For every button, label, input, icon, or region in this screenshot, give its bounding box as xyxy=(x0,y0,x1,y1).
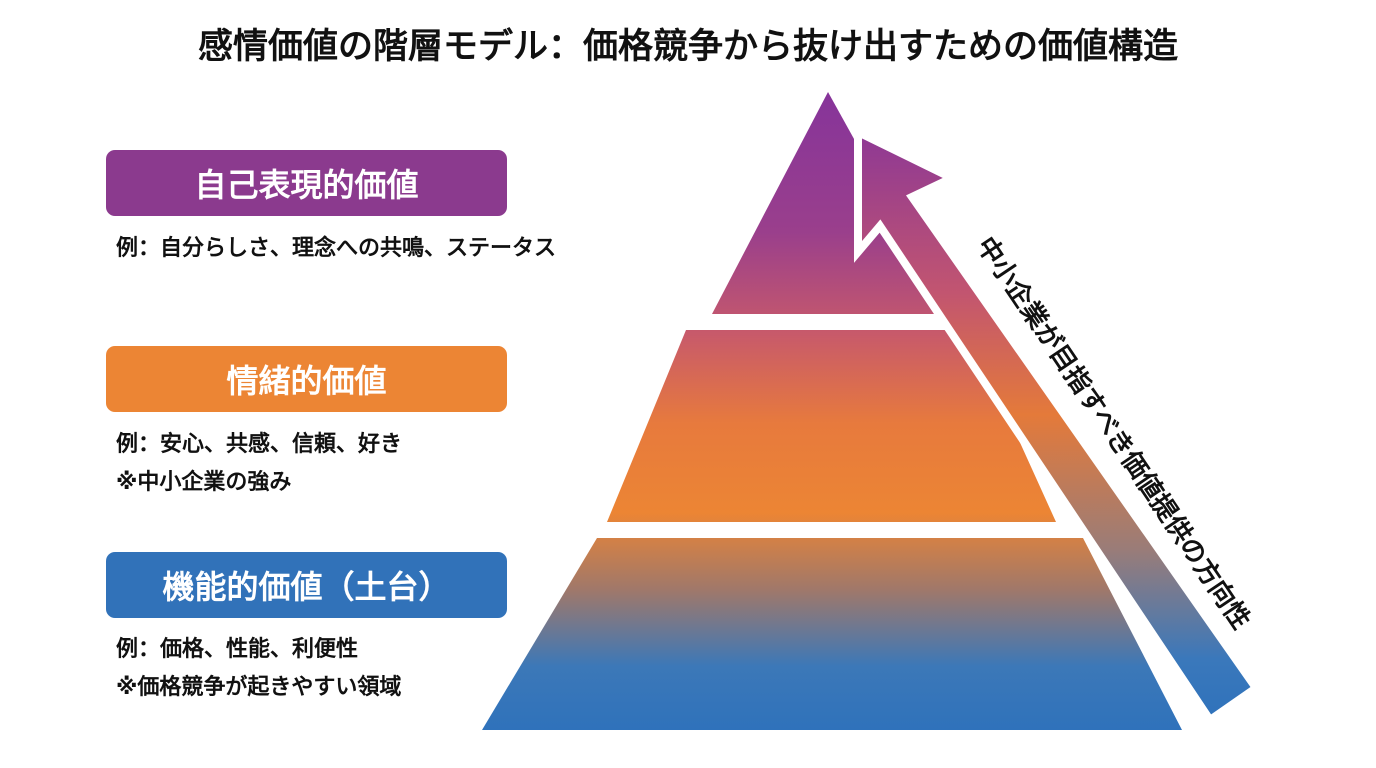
example-line: 例：安心、共感、信頼、好き xyxy=(116,432,403,457)
tier-examples-emotional: 例：安心、共感、信頼、好き ※中小企業の強み xyxy=(116,426,402,502)
tier-label-emotional: 情緒的価値 xyxy=(106,346,507,412)
note-line: ※中小企業の強み xyxy=(116,470,292,495)
tier-examples-functional: 例：価格、性能、利便性 ※価格競争が起きやすい領域 xyxy=(116,631,401,707)
example-line: 例：自分らしさ、理念への共鳴、ステータス xyxy=(116,236,557,261)
page-title: 感情価値の階層モデル：価格競争から抜け出すための価値構造 xyxy=(197,27,1178,67)
pyramid-tier-bottom xyxy=(482,538,1182,730)
pyramid-tier-middle xyxy=(607,330,1056,522)
tier-examples-self-expression: 例：自分らしさ、理念への共鳴、ステータス xyxy=(116,230,556,268)
tier-label-functional: 機能的価値（土台） xyxy=(106,552,507,618)
tier-label-self-expression: 自己表現的価値 xyxy=(106,150,507,216)
note-line: ※価格競争が起きやすい領域 xyxy=(116,675,402,700)
direction-arrow xyxy=(854,125,1262,726)
example-line: 例：価格、性能、利便性 xyxy=(116,637,359,662)
pyramid-tier-top xyxy=(712,92,951,314)
